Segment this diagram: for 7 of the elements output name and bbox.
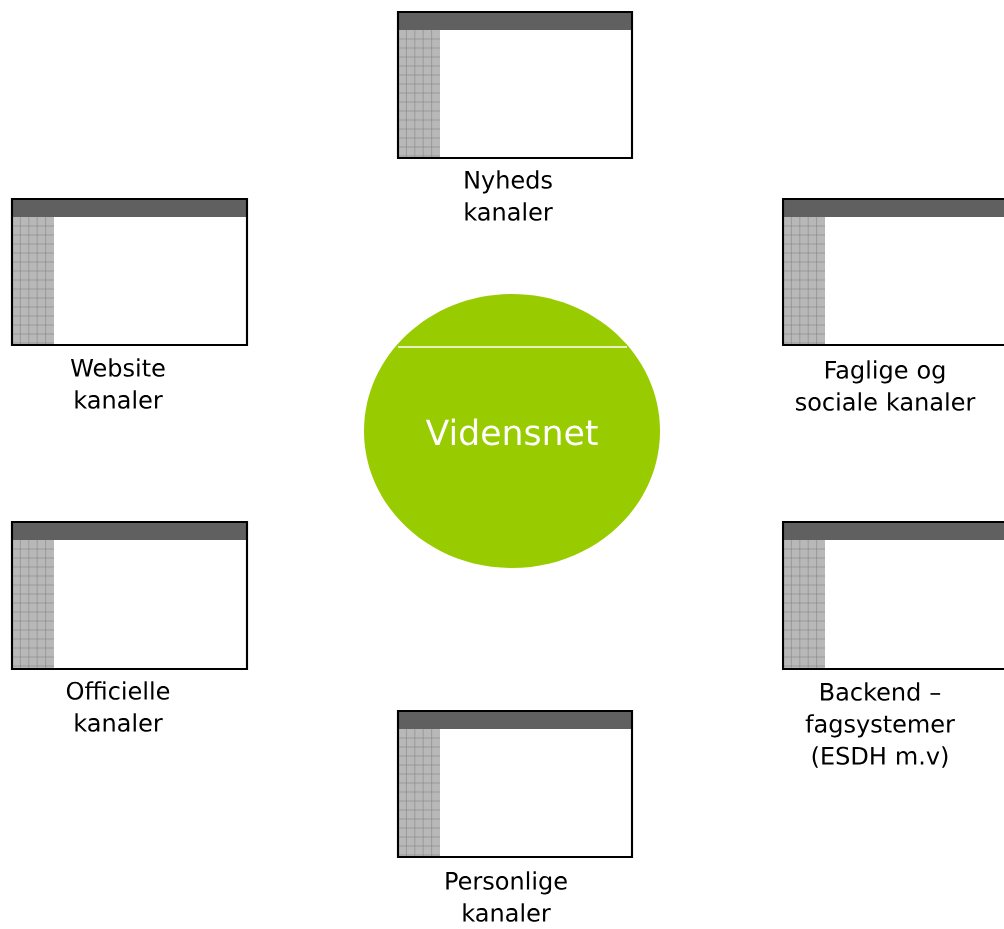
window-label: Nyheds kanaler xyxy=(465,170,553,221)
window-label: Backend – fagsystemer (ESDH m.v) xyxy=(805,682,955,768)
circle-label: Vidensnet xyxy=(425,418,598,446)
window-label: Website kanaler xyxy=(70,358,165,409)
window-label: Officielle kanaler xyxy=(66,681,170,732)
window-label: Personlige kanaler xyxy=(446,871,567,922)
window-label: Faglige og sociale kanaler xyxy=(796,360,976,411)
